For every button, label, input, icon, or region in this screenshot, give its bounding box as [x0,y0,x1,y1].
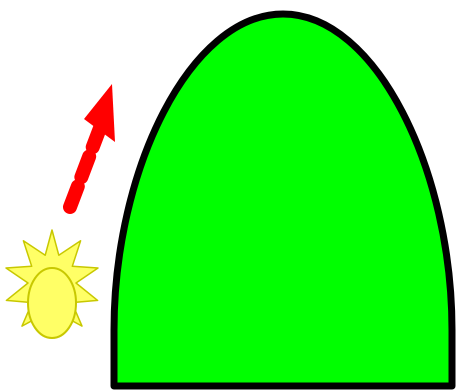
dashed-up-right-arrow-icon [70,84,115,207]
sun-icon [6,230,98,338]
arrow-shaft [70,128,100,207]
green-dome-hill [114,14,452,386]
sun-disc [28,268,76,338]
